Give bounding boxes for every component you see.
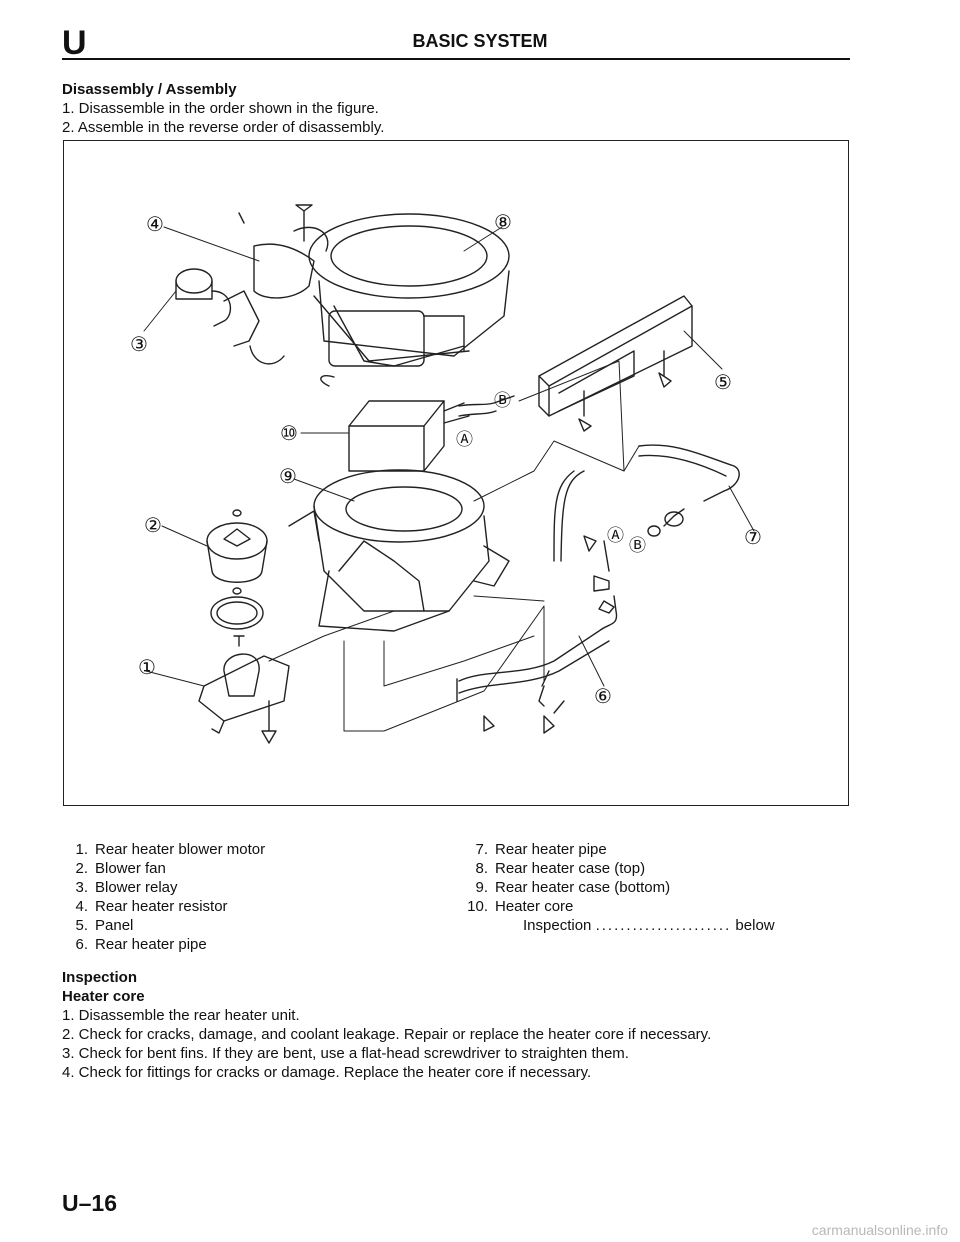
legend-subitem-inspection: Inspection ...................... below — [462, 916, 775, 935]
joint-label-a: Ⓐ — [607, 526, 624, 546]
assembly-guide-lines — [268, 360, 640, 732]
inspection-step: 1. Disassemble the rear heater unit. — [62, 1007, 300, 1024]
disassembly-heading: Disassembly / Assembly — [62, 81, 237, 98]
heater-case-bottom-drawing — [288, 469, 510, 632]
callout-labels: ① ② ③ ④ ⑤ ⑥ ⑦ ⑧ ⑨ ⑩ — [130, 210, 762, 708]
inspection-step: 4. Check for fittings for cracks or dama… — [62, 1064, 592, 1081]
inspection-step: 2. Check for cracks, damage, and coolant… — [62, 1026, 712, 1043]
inspection-section: Inspection Heater core 1. Disassemble th… — [62, 968, 862, 1082]
rear-heater-pipe-6-drawing — [456, 540, 618, 734]
callout-5: ⑤ — [714, 370, 732, 394]
legend-item: 6.Rear heater pipe — [75, 936, 207, 953]
inspection-ref-label: Inspection — [523, 917, 592, 934]
disassembly-step: 2. Assemble in the reverse order of disa… — [62, 119, 385, 136]
inspection-steps: 1. Disassemble the rear heater unit. 2. … — [62, 1006, 862, 1082]
joint-label-b: Ⓑ — [494, 391, 511, 411]
inspection-subheading: Heater core — [62, 988, 145, 1005]
blower-motor-drawing — [198, 635, 290, 744]
joint-label-a: Ⓐ — [456, 430, 473, 450]
callout-2: ② — [144, 513, 162, 537]
rear-heater-pipe-7-drawing — [638, 444, 740, 537]
leader-dots: ...................... — [595, 917, 732, 934]
callout-10: ⑩ — [280, 421, 298, 445]
page-number: U–16 — [62, 1190, 117, 1216]
joint-labels: Ⓐ Ⓑ Ⓐ Ⓑ — [456, 391, 646, 556]
section-letter: U — [62, 24, 87, 62]
page-title: BASIC SYSTEM — [412, 31, 548, 51]
inspection-step: 3. Check for bent fins. If they are bent… — [62, 1045, 629, 1062]
callout-7: ⑦ — [744, 525, 762, 549]
legend-item: 2.Blower fan — [75, 860, 166, 877]
callout-4: ④ — [146, 212, 164, 236]
resistor-drawing — [223, 204, 329, 365]
heater-case-top-drawing — [308, 213, 510, 367]
legend-item: 7.Rear heater pipe — [475, 841, 607, 858]
callout-6: ⑥ — [594, 684, 612, 708]
callout-8: ⑧ — [494, 210, 512, 234]
watermark-link[interactable]: carmanualsonline.info — [811, 1222, 948, 1238]
heater-core-drawing — [320, 375, 470, 472]
parts-legend-right: 7.Rear heater pipe 8.Rear heater case (t… — [462, 840, 775, 935]
inspection-ref-page: below — [735, 917, 775, 934]
inspection-heading: Inspection — [62, 969, 138, 986]
disassembly-steps: 1. Disassemble in the order shown in the… — [62, 99, 862, 137]
legend-item: 9.Rear heater case (bottom) — [475, 879, 671, 896]
callout-3: ③ — [130, 332, 148, 356]
exploded-view-drawing: ① ② ③ ④ ⑤ ⑥ ⑦ ⑧ ⑨ ⑩ Ⓐ Ⓑ Ⓐ Ⓑ — [130, 204, 762, 744]
legend-item: 1.Rear heater blower motor — [75, 841, 266, 858]
legend-item: 4.Rear heater resistor — [75, 898, 228, 915]
callout-1: ① — [138, 655, 156, 679]
blower-fan-drawing — [206, 509, 268, 630]
legend-item: 5.Panel — [75, 917, 134, 934]
disassembly-section: Disassembly / Assembly 1. Disassemble in… — [62, 80, 862, 137]
connector-hose-drawing — [458, 395, 597, 562]
callout-leader-lines — [143, 226, 755, 687]
callout-9: ⑨ — [279, 464, 297, 488]
legend-item: 3.Blower relay — [75, 879, 178, 896]
blower-relay-drawing — [175, 268, 232, 327]
parts-legend-left: 1.Rear heater blower motor 2.Blower fan … — [62, 840, 265, 954]
legend-item: 10.Heater core — [467, 898, 574, 915]
disassembly-step: 1. Disassemble in the order shown in the… — [62, 100, 379, 117]
header-rule — [62, 58, 850, 60]
joint-label-b: Ⓑ — [629, 536, 646, 556]
panel-drawing — [538, 295, 693, 432]
legend-item: 8.Rear heater case (top) — [475, 860, 646, 877]
exploded-view-figure: ① ② ③ ④ ⑤ ⑥ ⑦ ⑧ ⑨ ⑩ Ⓐ Ⓑ Ⓐ Ⓑ — [63, 140, 849, 806]
